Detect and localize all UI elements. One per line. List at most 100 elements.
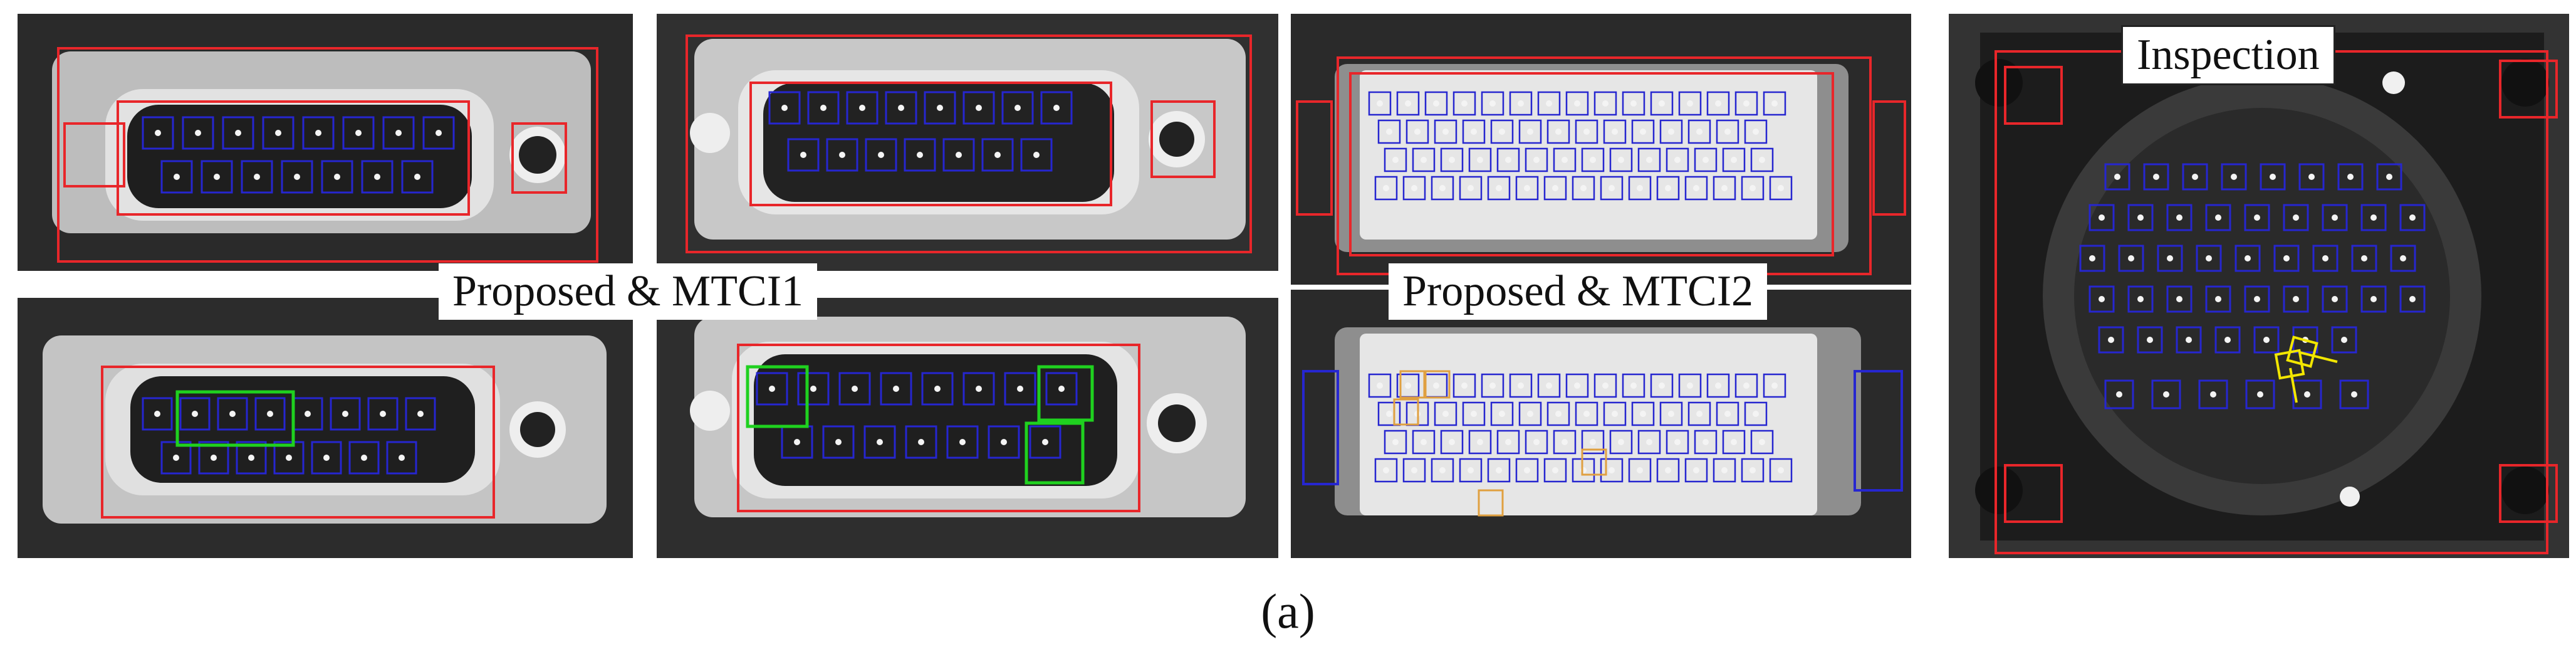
pin bbox=[1489, 100, 1496, 107]
pin-box bbox=[1001, 91, 1034, 125]
pin bbox=[1053, 105, 1060, 111]
pin-box bbox=[1487, 176, 1511, 201]
pin-box bbox=[1572, 458, 1595, 483]
pin-box bbox=[2283, 204, 2309, 231]
pin-box bbox=[942, 138, 975, 172]
pin-box bbox=[838, 372, 871, 406]
pin bbox=[810, 386, 816, 392]
pin-box bbox=[422, 116, 455, 150]
pin-box bbox=[2214, 326, 2241, 354]
pin bbox=[1721, 185, 1728, 191]
pin bbox=[852, 386, 858, 392]
pin bbox=[1383, 185, 1389, 191]
pin bbox=[1383, 467, 1389, 473]
pin-box bbox=[1029, 425, 1061, 459]
connector-photo bbox=[1949, 14, 2569, 558]
pin bbox=[2116, 391, 2122, 398]
pin bbox=[2245, 255, 2251, 261]
pin-box bbox=[281, 160, 313, 194]
pin-box bbox=[2143, 163, 2169, 191]
pin-box bbox=[1412, 430, 1436, 455]
pin bbox=[294, 174, 300, 180]
pin-box bbox=[1637, 430, 1661, 455]
connector-photo bbox=[18, 14, 633, 271]
pin-box bbox=[2104, 379, 2134, 409]
pin-box bbox=[382, 116, 415, 150]
pin-box bbox=[2244, 204, 2270, 231]
pin bbox=[1583, 129, 1590, 135]
pin-box bbox=[1537, 91, 1561, 116]
pin-box bbox=[241, 160, 273, 194]
connector-photo bbox=[1291, 290, 1911, 558]
pin-box bbox=[1525, 430, 1548, 455]
pin-box bbox=[1684, 176, 1708, 201]
pin-box bbox=[1553, 147, 1577, 172]
pin bbox=[2332, 296, 2338, 302]
pin-box bbox=[361, 160, 394, 194]
pin-box bbox=[1687, 119, 1711, 144]
pin-box bbox=[1581, 430, 1605, 455]
pin-box bbox=[846, 91, 879, 125]
pin bbox=[918, 439, 924, 445]
pin-box bbox=[1481, 373, 1504, 398]
pin bbox=[2206, 255, 2212, 261]
pin bbox=[1759, 439, 1765, 445]
pin bbox=[1014, 105, 1021, 111]
pin bbox=[399, 455, 405, 461]
pin bbox=[2192, 174, 2198, 180]
pin-box bbox=[2127, 204, 2154, 231]
pin-box bbox=[1543, 176, 1567, 201]
pin bbox=[956, 152, 962, 158]
pin bbox=[1574, 382, 1580, 389]
pin bbox=[2114, 174, 2120, 180]
pin bbox=[1058, 386, 1065, 392]
photo-inspection bbox=[1949, 14, 2569, 558]
pin-box bbox=[367, 397, 399, 431]
pin-box bbox=[1603, 401, 1627, 426]
pin-box bbox=[1716, 401, 1739, 426]
pin-box bbox=[1666, 430, 1689, 455]
pin-box bbox=[1575, 119, 1598, 144]
figure-caption: (a) bbox=[1261, 584, 1315, 638]
pin bbox=[1724, 129, 1731, 135]
pin bbox=[1703, 439, 1709, 445]
pin bbox=[267, 411, 273, 417]
pin-box bbox=[1402, 176, 1426, 201]
pin bbox=[1646, 439, 1652, 445]
pin-box bbox=[2322, 285, 2348, 313]
pin-box bbox=[1374, 458, 1398, 483]
pin-box bbox=[1628, 458, 1652, 483]
pin bbox=[2153, 174, 2159, 180]
pin bbox=[1392, 439, 1399, 445]
pin bbox=[1442, 411, 1449, 417]
pin bbox=[2370, 214, 2377, 221]
pin-box bbox=[1713, 176, 1736, 201]
pin bbox=[1721, 467, 1728, 473]
pin bbox=[1778, 185, 1784, 191]
pin-box bbox=[768, 91, 801, 125]
pin-box bbox=[1769, 458, 1793, 483]
pin bbox=[1640, 129, 1646, 135]
pin-box bbox=[962, 91, 995, 125]
pin bbox=[174, 174, 180, 180]
pin bbox=[1505, 157, 1511, 163]
pin-box bbox=[1020, 138, 1053, 172]
pin bbox=[1411, 185, 1417, 191]
pin bbox=[1724, 411, 1731, 417]
pin-box bbox=[981, 138, 1014, 172]
pin-box bbox=[405, 397, 436, 431]
connector-photo bbox=[657, 298, 1278, 558]
pin-box bbox=[2221, 163, 2247, 191]
pin-box bbox=[1650, 91, 1674, 116]
pin-box bbox=[179, 397, 211, 431]
pin-box bbox=[1631, 119, 1655, 144]
pin-box bbox=[142, 397, 173, 431]
pin bbox=[1555, 411, 1562, 417]
pin bbox=[1749, 467, 1756, 473]
pin bbox=[2128, 255, 2134, 261]
pin bbox=[2293, 296, 2299, 302]
pin-box bbox=[1744, 401, 1768, 426]
pin bbox=[1461, 100, 1468, 107]
pin-box bbox=[885, 91, 917, 125]
pin-box bbox=[2182, 163, 2208, 191]
